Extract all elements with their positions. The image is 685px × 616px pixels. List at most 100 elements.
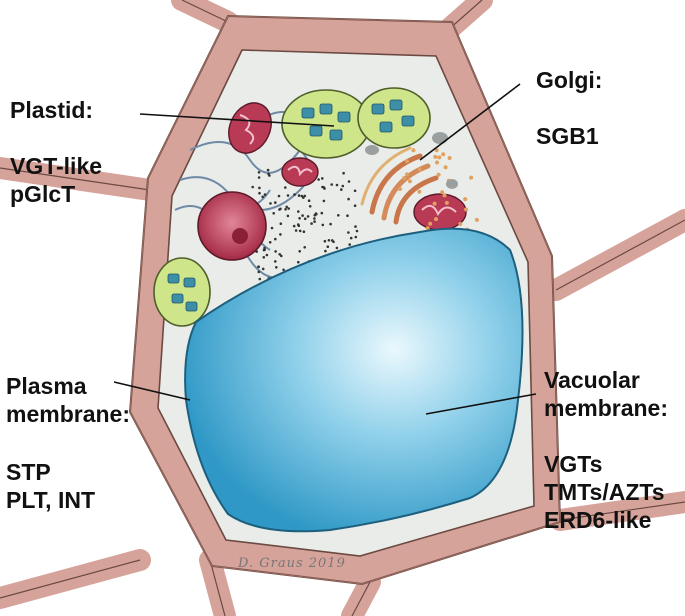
ribosome-dot (261, 267, 265, 271)
ribosome-dot (321, 223, 325, 227)
vacuolar-membrane-label: membrane: (544, 395, 668, 421)
artist-signature: D. Graus 2019 (238, 556, 346, 571)
plastid-label: Plastid: (10, 97, 94, 123)
ribosome-dot (302, 230, 306, 233)
plasma-membrane-transporter: STP (6, 459, 51, 485)
ribosome-dot (342, 171, 345, 175)
ribosome-dot (294, 229, 298, 232)
golgi-vesicle-dot (402, 176, 407, 181)
vacuolar-membrane-transporter: VGTs (544, 451, 603, 477)
ribosome-dot (335, 183, 339, 187)
ribosome-dot (355, 229, 359, 233)
golgi-vesicle-dot (437, 155, 442, 160)
golgi-vesicle-dot (447, 156, 452, 160)
golgi-vesicle-dot (405, 159, 409, 164)
ribosome-dot (268, 241, 272, 244)
golgi-vesicle-dot (432, 201, 437, 206)
ribosome-dot (274, 237, 277, 241)
ribosome-dot (307, 199, 311, 202)
golgi-vesicle-dot (434, 217, 438, 222)
vacuolar-membrane-transporter: TMTs/AZTs (544, 479, 665, 505)
golgi-vesicle-dot (411, 148, 416, 153)
golgi-vesicle-dot (434, 148, 439, 153)
ribosome-dot (353, 189, 357, 193)
ribosome-dot (275, 266, 278, 269)
vacuole (184, 227, 524, 533)
golgi-vesicle-dot (443, 165, 448, 170)
ribosome-dot (313, 217, 316, 220)
middle-lamella (129, 15, 561, 585)
ribosome-dot (258, 277, 262, 281)
ribosome-dot (347, 231, 350, 234)
ribosome-dot (258, 191, 261, 195)
ribosome-dot (296, 223, 300, 226)
golgi-vesicle-dot (425, 226, 430, 231)
vacuolar-membrane-transporter: ERD6-like (544, 507, 652, 533)
golgi-vesicle-dot (417, 189, 422, 194)
ribosome-dot (297, 210, 300, 213)
ribosome-dot (330, 183, 334, 186)
chloroplast (357, 87, 431, 149)
golgi-vesicle-dot (463, 197, 468, 202)
golgi-vesicle-dot (428, 221, 433, 226)
ribosome-dot (302, 196, 305, 199)
ribosome-dot (324, 249, 327, 253)
ribosome-dot (293, 193, 296, 196)
golgi-vesicle-dot (435, 160, 439, 165)
golgi-vesicle-dot (417, 167, 422, 172)
nucleus (197, 191, 267, 261)
ribosome-dot (265, 253, 269, 257)
ribosome-dot (330, 239, 334, 242)
ribosome-dot (284, 208, 287, 211)
plasma-membrane-label: membrane: (6, 401, 130, 427)
ribosome-dot (286, 194, 290, 197)
golgi-vesicle-dot (469, 175, 474, 180)
ribosome-dot (323, 239, 327, 243)
mitochondrion (413, 193, 467, 231)
ribosome-dot (298, 217, 301, 220)
ribosome-dot (322, 199, 326, 203)
ribosome-dot (257, 176, 261, 179)
ribosome-dot (286, 214, 290, 218)
vacuolar-membrane-label: Vacuolar (544, 367, 640, 393)
ribosome-dot (346, 214, 349, 217)
golgi-vesicle-dot (474, 217, 479, 222)
ribosome-dot (308, 205, 312, 208)
golgi-vesicle-dot (407, 179, 412, 184)
pointer-lines (113, 83, 537, 415)
ribosome-dot (277, 194, 281, 198)
ribosome-dot (298, 229, 302, 233)
golgi-apparatus (360, 146, 439, 225)
ribosome-dot (341, 184, 345, 188)
chloroplast (153, 257, 211, 327)
vesicle (446, 179, 458, 189)
ribosome-dot (353, 204, 357, 207)
ribosome-dot (270, 226, 274, 230)
vesicle (432, 132, 448, 144)
ribosome-dot (301, 214, 304, 217)
golgi-vesicle-dot (458, 222, 463, 226)
ribosome-dot (284, 186, 287, 189)
mitochondrion (281, 157, 319, 187)
ribosome-dot (303, 246, 307, 249)
plastid-transporter: pGlcT (10, 181, 76, 207)
ribosome-dot (321, 185, 324, 189)
ribosome-dot (340, 188, 343, 191)
ribosome-dot (257, 270, 261, 274)
ribosome-dot (282, 268, 285, 272)
ribosome-dot (310, 222, 313, 225)
golgi-label: Golgi: (536, 67, 603, 93)
ribosome-dot (257, 171, 261, 174)
golgi-vesicle-dot (441, 152, 446, 157)
plastid-pointer-line (139, 113, 335, 127)
ribosome-dot (280, 254, 283, 258)
ribosome-dot (306, 215, 310, 218)
ribosome-dot (354, 225, 357, 228)
vacuolar-membrane-pointer-line (425, 393, 537, 415)
golgi-vesicle-dot (433, 154, 438, 159)
ribosome-dot (320, 211, 324, 215)
golgi-vesicle-dot (440, 190, 445, 195)
ribosome-dot (285, 205, 289, 209)
